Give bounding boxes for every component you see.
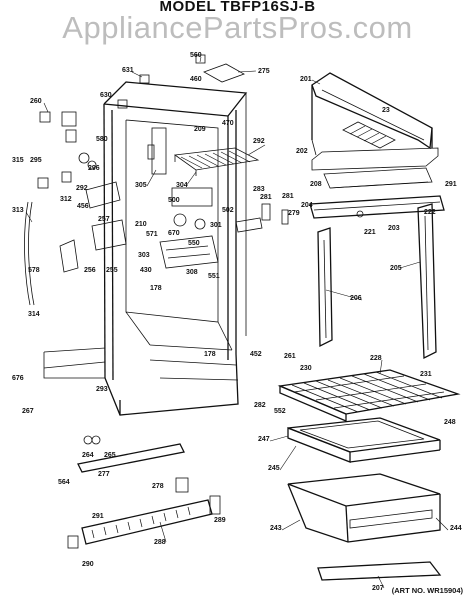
part-label: 279 [288, 210, 300, 217]
part-label: 430 [140, 267, 152, 274]
part-label: 264 [82, 452, 94, 459]
crisper-drawer [287, 473, 441, 543]
part-label: 564 [58, 479, 70, 486]
cabinet [43, 81, 248, 416]
part-label: 551 [208, 273, 220, 280]
part-label: 265 [104, 452, 116, 459]
part-label: 201 [300, 76, 312, 83]
part-label: 222 [424, 209, 436, 216]
part-label: 244 [450, 525, 462, 532]
side-rails [317, 203, 437, 360]
part-label: 277 [98, 471, 110, 478]
part-label: 202 [296, 148, 308, 155]
part-label: 308 [186, 269, 198, 276]
control-housing [147, 127, 219, 269]
crisper-cover [287, 417, 441, 463]
part-label: 292 [76, 185, 88, 192]
door [311, 72, 439, 189]
part-label: 580 [96, 136, 108, 143]
part-label: 267 [22, 408, 34, 415]
part-label: 255 [106, 267, 118, 274]
part-label: 304 [176, 182, 188, 189]
part-label: 578 [28, 267, 40, 274]
part-label: 208 [310, 181, 322, 188]
part-label: 178 [150, 285, 162, 292]
part-label: 243 [270, 525, 282, 532]
part-label: 676 [12, 375, 24, 382]
part-label: 245 [268, 465, 280, 472]
part-label: 221 [364, 229, 376, 236]
part-label: 260 [30, 98, 42, 105]
art-number: (ART NO. WR15904) [391, 586, 463, 595]
part-label: 256 [84, 267, 96, 274]
part-label: 178 [204, 351, 216, 358]
part-label: 204 [301, 202, 313, 209]
part-label: 296 [88, 165, 100, 172]
part-label: 314 [28, 311, 40, 318]
part-label: 289 [214, 517, 226, 524]
part-label: 452 [250, 351, 262, 358]
part-label: 301 [210, 222, 222, 229]
freezer-shelf [173, 147, 260, 176]
part-label: 288 [154, 539, 166, 546]
part-labels: 631 560 275 460 201 630 260 580 470 209 … [12, 52, 462, 592]
hinge-parts [235, 203, 289, 233]
left-parts [24, 111, 127, 306]
part-label: 210 [135, 221, 147, 228]
part-label: 670 [168, 230, 180, 237]
part-label: 281 [282, 193, 294, 200]
part-label: 315 [12, 157, 24, 164]
part-label: 292 [253, 138, 265, 145]
part-label: 283 [253, 186, 265, 193]
part-label: 228 [370, 355, 382, 362]
part-label: 560 [190, 52, 202, 59]
door-bar [317, 561, 442, 581]
part-label: 500 [168, 197, 180, 204]
part-label: 313 [12, 207, 24, 214]
part-label: 470 [222, 120, 234, 127]
part-label: 247 [258, 436, 270, 443]
part-label: 23 [382, 107, 390, 114]
watermark: AppliancePartsPros.com [62, 10, 413, 45]
part-label: 502 [222, 207, 234, 214]
part-label: 290 [82, 561, 94, 568]
part-label: 230 [300, 365, 312, 372]
leader-lines [25, 56, 449, 589]
part-label: 550 [188, 240, 200, 247]
part-label: 231 [420, 371, 432, 378]
part-label: 303 [138, 252, 150, 259]
part-label: 257 [98, 216, 110, 223]
part-label: 205 [390, 265, 402, 272]
part-label: 207 [372, 585, 384, 592]
part-label: 456 [77, 203, 89, 210]
part-label: 281 [260, 194, 272, 201]
part-label: 312 [60, 196, 72, 203]
part-label: 291 [445, 181, 457, 188]
part-label: 571 [146, 231, 158, 238]
part-label: 631 [122, 67, 134, 74]
fresh-food-shelf [277, 369, 461, 422]
part-label: 282 [254, 402, 266, 409]
toe-grille [67, 435, 221, 549]
part-label: 275 [258, 68, 270, 75]
part-label: 203 [388, 225, 400, 232]
divider [309, 195, 445, 219]
part-label: 209 [194, 126, 206, 133]
part-label: 248 [444, 419, 456, 426]
part-label: 291 [92, 513, 104, 520]
model-title: MODEL TBFP16SJ-B [159, 0, 316, 15]
part-label: 460 [190, 76, 202, 83]
part-label: 305 [135, 182, 147, 189]
top-parts [117, 54, 245, 109]
part-label: 293 [96, 386, 108, 393]
part-label: 278 [152, 483, 164, 490]
part-label: 630 [100, 92, 112, 99]
part-label: 552 [274, 408, 286, 415]
part-label: 295 [30, 157, 42, 164]
part-label: 261 [284, 353, 296, 360]
